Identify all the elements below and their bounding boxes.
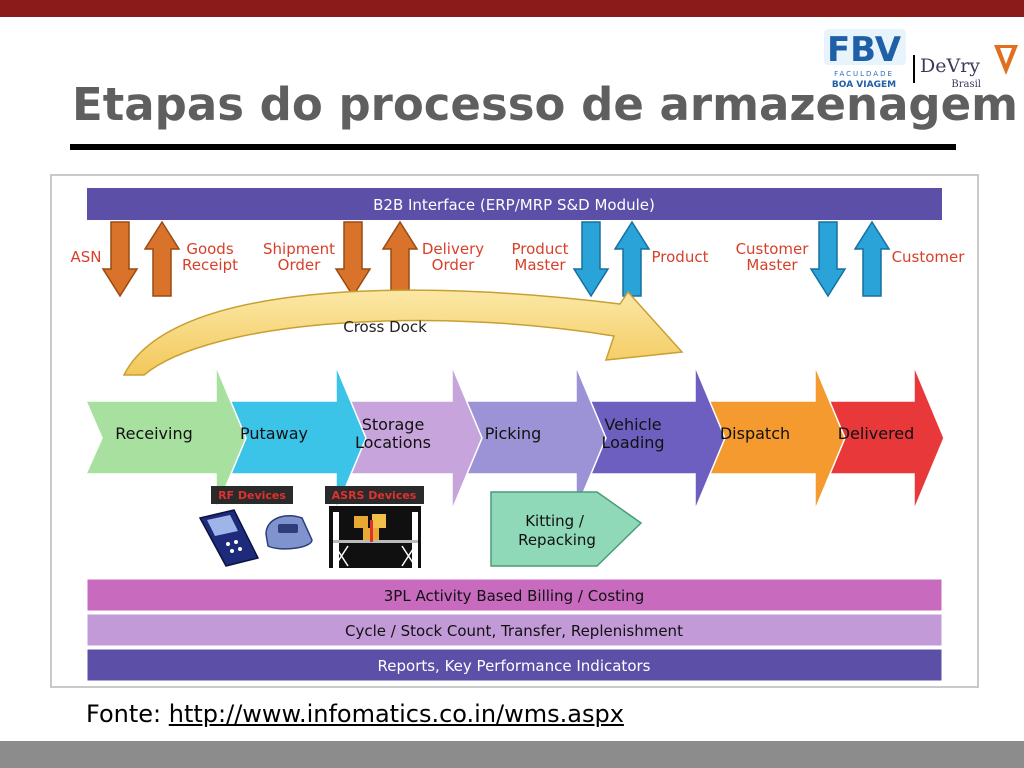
bottom-bar-shape	[86, 578, 943, 612]
kitting-label-line: Kitting /	[525, 512, 585, 530]
cross-dock-arrow	[122, 289, 684, 376]
source-link[interactable]: http://www.infomatics.co.in/wms.aspx	[168, 700, 624, 728]
fbv-logo: FBV FACULDADE BOA VIAGEM	[824, 29, 906, 90]
bottom-bar-label: 3PL Activity Based Billing / Costing	[384, 587, 645, 605]
title-underline	[70, 144, 956, 150]
bottom-bar-shape	[86, 648, 943, 682]
repacking-label-line: Repacking	[518, 531, 596, 549]
cross-dock-label: Cross Dock	[343, 318, 427, 336]
asrs-rack-icon	[329, 506, 421, 568]
source-citation: Fonte: http://www.infomatics.co.in/wms.a…	[86, 700, 624, 728]
interface-up-arrow	[381, 220, 419, 297]
devry-logo: DeVry Brasil	[920, 45, 1018, 90]
process-step-label: Putaway	[240, 424, 308, 443]
bottom-bars: 3PL Activity Based Billing / CostingCycl…	[86, 578, 943, 682]
devry-logo-country: Brasil	[951, 79, 981, 90]
warehouse-process-diagram: B2B Interface (ERP/MRP S&D Module) ASN Go…	[70, 188, 965, 682]
bottom-bar-shape	[86, 613, 943, 647]
asrs-devices-label-box	[325, 486, 424, 504]
fbv-logo-line2: BOA VIAGEM	[832, 80, 896, 90]
bottom-bar-label: Cycle / Stock Count, Transfer, Replenish…	[345, 622, 683, 640]
asrs-devices-label: ASRS Devices	[332, 489, 417, 502]
rf-scanner-icon	[265, 514, 313, 550]
process-step-label: Picking	[485, 424, 542, 443]
fbv-logo-mark: FBV	[827, 30, 902, 70]
process-step-shape	[84, 365, 247, 511]
b2b-interface-bar	[87, 188, 942, 220]
rf-devices-label-box	[211, 486, 293, 504]
interface-label: Product	[652, 248, 709, 266]
bottom-accent-bar	[0, 741, 1024, 768]
devry-shield-inner-icon	[1000, 48, 1012, 64]
interface-label: ASN	[70, 248, 101, 266]
b2b-interface-label: B2B Interface (ERP/MRP S&D Module)	[373, 196, 655, 214]
bottom-bar-label: Reports, Key Performance Indicators	[378, 657, 651, 675]
process-step-label: Receiving	[115, 424, 193, 443]
fbv-logo-line1: FACULDADE	[834, 70, 894, 78]
interface-up-arrow	[613, 220, 651, 297]
source-prefix: Fonte:	[86, 700, 162, 728]
process-step-label: Delivered	[838, 424, 915, 443]
interface-up-arrow	[853, 220, 891, 297]
top-accent-bar	[0, 0, 1024, 17]
kitting-repacking-label: Kitting / Repacking	[518, 512, 596, 549]
devry-logo-name: DeVry	[920, 55, 980, 77]
rf-handheld-icon	[198, 509, 260, 567]
rf-devices-label: RF Devices	[218, 489, 286, 502]
interface-down-arrow	[809, 221, 847, 298]
page-title: Etapas do processo de armazenagem	[72, 78, 1019, 131]
interface-down-arrow	[334, 221, 372, 298]
process-step-label: Dispatch	[720, 424, 790, 443]
interface-arrows	[101, 220, 891, 298]
institution-logos: FBV FACULDADE BOA VIAGEM DeVry Brasil	[824, 29, 1018, 90]
kitting-repacking-shape	[490, 491, 643, 567]
interface-down-arrow	[101, 221, 139, 298]
fbv-logo-backdrop	[824, 29, 906, 65]
interface-label: Customer	[892, 248, 966, 266]
interface-up-arrow	[143, 220, 181, 297]
interface-down-arrow	[572, 221, 610, 298]
logo-divider	[913, 55, 915, 83]
